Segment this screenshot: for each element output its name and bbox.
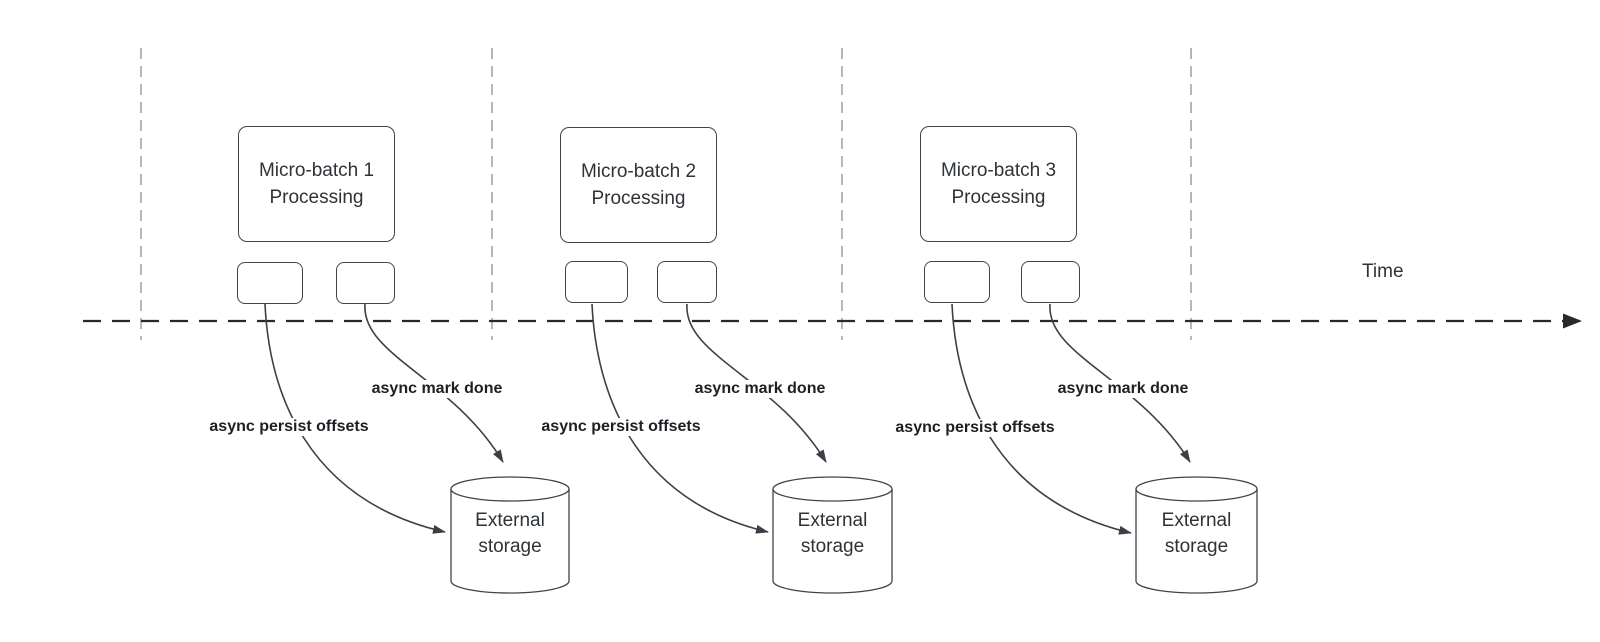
mark-done-arrow-1 bbox=[364, 303, 504, 463]
mark-task-box-1 bbox=[336, 262, 395, 304]
mark-done-arrow-2 bbox=[686, 303, 827, 463]
external-storage-cylinder-2 bbox=[772, 476, 893, 594]
external-storage-cylinder-1 bbox=[450, 476, 570, 594]
persist-offsets-label-1: async persist offsets bbox=[206, 418, 372, 436]
external-storage-label-2: External storage bbox=[797, 510, 868, 557]
micro-batch-2-box: Micro-batch 2 Processing bbox=[560, 127, 717, 243]
timeline-arrowhead-icon bbox=[1563, 313, 1582, 329]
mark-done-arrow-3 bbox=[1049, 303, 1191, 463]
persist-offsets-arrow-1 bbox=[264, 303, 446, 534]
mark-task-box-3 bbox=[1021, 261, 1080, 303]
micro-batch-3-label: Micro-batch 3 Processing bbox=[940, 160, 1057, 208]
time-label: Time bbox=[1362, 261, 1404, 282]
mark-done-label-3: async mark done bbox=[1054, 380, 1192, 398]
micro-batch-2-label: Micro-batch 2 Processing bbox=[580, 161, 697, 209]
persist-task-box-3 bbox=[924, 261, 990, 303]
persist-offsets-label-3: async persist offsets bbox=[892, 419, 1058, 437]
micro-batch-1-box: Micro-batch 1 Processing bbox=[238, 126, 395, 242]
micro-batch-3-box: Micro-batch 3 Processing bbox=[920, 126, 1077, 242]
external-storage-cylinder-3 bbox=[1135, 476, 1258, 594]
external-storage-label-1: External storage bbox=[475, 510, 545, 557]
persist-offsets-arrow-3 bbox=[951, 303, 1132, 535]
persist-task-box-1 bbox=[237, 262, 303, 304]
persist-task-box-2 bbox=[565, 261, 628, 303]
mark-done-label-2: async mark done bbox=[691, 380, 829, 398]
micro-batch-1-label: Micro-batch 1 Processing bbox=[258, 160, 375, 208]
mark-done-label-1: async mark done bbox=[368, 380, 506, 398]
mark-task-box-2 bbox=[657, 261, 717, 303]
persist-offsets-arrow-2 bbox=[591, 303, 769, 534]
external-storage-label-3: External storage bbox=[1161, 510, 1232, 557]
persist-offsets-label-2: async persist offsets bbox=[538, 418, 704, 436]
